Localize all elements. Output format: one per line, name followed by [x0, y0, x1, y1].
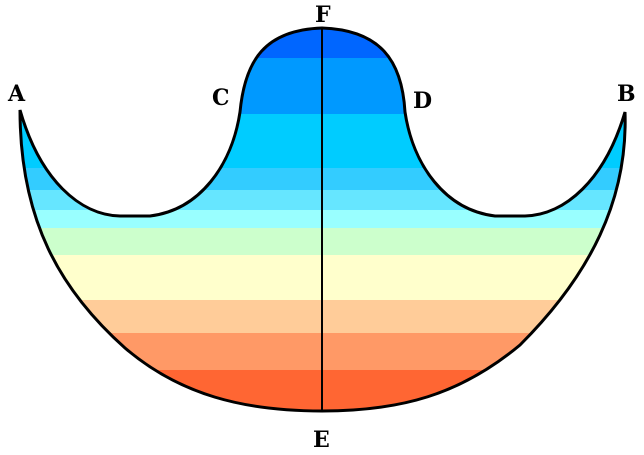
label-d: D	[413, 88, 432, 114]
label-a: A	[7, 81, 26, 107]
label-b: B	[617, 81, 636, 107]
shape-outline	[18, 26, 627, 413]
label-e: E	[313, 427, 330, 453]
label-c: C	[212, 85, 230, 111]
label-f: F	[315, 2, 331, 28]
